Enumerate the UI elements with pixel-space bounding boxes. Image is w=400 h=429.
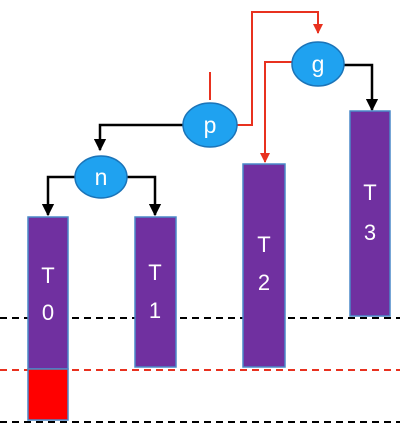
subtree-t1-letter: T (148, 260, 161, 285)
subtree-t2-index: 2 (258, 270, 270, 295)
subtree-t2 (242, 163, 286, 368)
subtree-t3-index: 3 (364, 220, 376, 245)
edge-g-to-t3 (343, 63, 379, 112)
subtree-t0-overflow (27, 368, 69, 421)
edge-p-to-n (93, 123, 185, 152)
subtree-t2-letter: T (257, 232, 270, 257)
subtree-t3 (349, 110, 391, 317)
node-p (182, 102, 238, 148)
edge-n-to-t0 (41, 175, 77, 217)
subtree-t0 (27, 216, 69, 370)
node-g-label: g (312, 51, 325, 77)
node-n-label: n (95, 164, 108, 190)
subtree-t1-index: 1 (149, 298, 161, 323)
subtree-t1 (134, 216, 177, 368)
edge-n-to-t1 (125, 175, 162, 217)
node-g (291, 41, 345, 87)
subtree-t0-letter: T (41, 263, 54, 288)
edge-g-to-t2 (260, 61, 292, 163)
node-p-label: p (204, 112, 217, 138)
node-n (74, 155, 128, 199)
edge-p-to-g (236, 11, 323, 126)
subtree-t0-index: 0 (42, 300, 54, 325)
subtree-t3-letter: T (363, 180, 376, 205)
